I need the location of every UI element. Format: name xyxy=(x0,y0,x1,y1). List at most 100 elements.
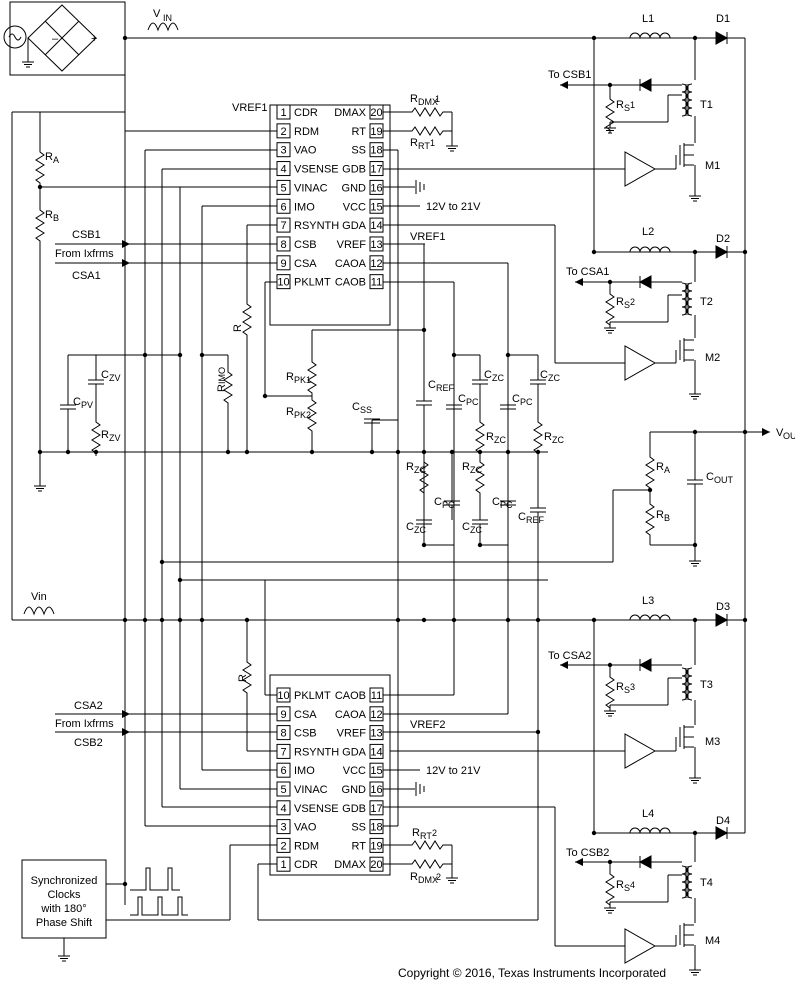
junction-dot xyxy=(742,249,748,255)
M4-label: M4 xyxy=(705,935,720,947)
junction-dot xyxy=(591,35,597,41)
svg-text:2: 2 xyxy=(436,872,441,882)
pin-name: VCC xyxy=(343,201,366,213)
pin-name: IMO xyxy=(294,765,315,777)
junction-dot xyxy=(395,617,401,623)
pin-number: 8 xyxy=(280,728,286,740)
ac-source-icon xyxy=(3,25,27,49)
pin-number: 8 xyxy=(280,239,286,251)
L2-label: L2 xyxy=(642,226,654,238)
ac-input: – + xyxy=(3,1,126,76)
junction-dot xyxy=(244,617,250,623)
pin-number: 3 xyxy=(280,822,286,834)
pin-number: 11 xyxy=(371,690,382,702)
svg-text:VREF1: VREF1 xyxy=(410,231,445,243)
junction-dot xyxy=(647,487,653,493)
svg-text:From Ixfrms: From Ixfrms xyxy=(55,718,114,730)
vout-label: V xyxy=(776,427,784,439)
svg-text:R: R xyxy=(616,879,624,891)
svg-text:2: 2 xyxy=(432,828,437,838)
svg-text:Synchronized: Synchronized xyxy=(31,875,98,887)
svg-text:OUT: OUT xyxy=(714,475,734,485)
svg-text:R: R xyxy=(216,384,228,392)
pin-name: RDM xyxy=(294,840,319,852)
junction-dot xyxy=(122,881,128,887)
pin-number: 9 xyxy=(280,709,286,721)
pin-number: 7 xyxy=(280,746,286,758)
junction-dot xyxy=(244,449,250,455)
junction-dot xyxy=(607,82,613,88)
junction-dot xyxy=(37,449,43,455)
svg-text:ZC: ZC xyxy=(552,435,564,445)
pin-name: VREF xyxy=(337,728,367,740)
svg-text:VREF2: VREF2 xyxy=(410,719,445,731)
vin-mid-label: Vin xyxy=(31,591,47,603)
T2-label: T2 xyxy=(700,296,713,308)
svg-text:PC: PC xyxy=(442,500,455,510)
pin-number: 18 xyxy=(370,145,382,157)
svg-text:R: R xyxy=(45,209,53,221)
L4-label: L4 xyxy=(642,808,654,820)
svg-text:C: C xyxy=(101,369,109,381)
pin-number: 19 xyxy=(370,840,382,852)
pin-number: 15 xyxy=(370,201,382,213)
svg-text:ZC: ZC xyxy=(492,373,504,383)
svg-text:R: R xyxy=(462,461,470,473)
svg-text:PK2: PK2 xyxy=(294,410,311,420)
junction-dot xyxy=(477,449,483,455)
svg-text:From Ixfrms: From Ixfrms xyxy=(55,248,114,260)
pin-name: CSA xyxy=(294,258,317,270)
pin-number: 2 xyxy=(280,126,286,138)
pin-number: 9 xyxy=(280,258,286,270)
junction-dot xyxy=(369,449,375,455)
svg-text:C: C xyxy=(484,369,492,381)
svg-text:ZV: ZV xyxy=(109,373,121,383)
svg-text:C: C xyxy=(406,521,414,533)
pin-number: 11 xyxy=(371,277,382,289)
svg-text:1: 1 xyxy=(630,100,635,110)
junction-dot xyxy=(505,617,511,623)
svg-text:IN: IN xyxy=(163,13,172,23)
junction-dot xyxy=(692,35,698,41)
vcc-bottom-label: 12V to 21V xyxy=(426,765,481,777)
pin-name: GND xyxy=(342,784,367,796)
pin-number: 18 xyxy=(370,822,382,834)
junction-dot xyxy=(93,449,99,455)
svg-text:A: A xyxy=(53,155,59,165)
svg-text:R: R xyxy=(237,674,249,682)
pin-name: CAOB xyxy=(335,277,366,289)
svg-text:1: 1 xyxy=(430,138,435,148)
svg-text:R: R xyxy=(101,429,109,441)
csb1-label: CSB1 xyxy=(72,229,101,241)
pin-number: 15 xyxy=(370,765,382,777)
pin-name: DMAX xyxy=(334,859,366,871)
M1-label: M1 xyxy=(705,160,720,172)
L1-label: L1 xyxy=(642,13,654,25)
svg-text:4: 4 xyxy=(630,880,635,890)
junction-dot xyxy=(591,617,597,623)
pin-name: CSA xyxy=(294,709,317,721)
svg-text:R: R xyxy=(616,99,624,111)
bridge-rectifier xyxy=(27,4,97,72)
copyright-text: Copyright © 2016, Texas Instruments Inco… xyxy=(398,966,666,980)
pin-name: VCC xyxy=(343,765,366,777)
pin-number: 12 xyxy=(370,709,382,721)
to-csa1-label: To CSA1 xyxy=(566,266,609,278)
svg-text:A: A xyxy=(664,465,670,475)
pin-number: 12 xyxy=(370,258,382,270)
pin-number: 2 xyxy=(280,840,286,852)
junction-dot xyxy=(591,830,597,836)
svg-text:1: 1 xyxy=(435,94,440,104)
pin-box xyxy=(369,819,384,835)
svg-text:C: C xyxy=(462,521,470,533)
M3-label: M3 xyxy=(705,736,720,748)
pin-number: 4 xyxy=(280,164,286,176)
pin-box xyxy=(369,800,384,816)
pin-number: 6 xyxy=(280,765,286,777)
pin-box xyxy=(276,104,291,120)
pin-number: 14 xyxy=(370,220,382,232)
junction-dot xyxy=(535,617,541,623)
svg-text:SS: SS xyxy=(360,405,372,415)
sync-clock-block: Synchronized Clocks with 180° Phase Shif… xyxy=(21,859,215,962)
